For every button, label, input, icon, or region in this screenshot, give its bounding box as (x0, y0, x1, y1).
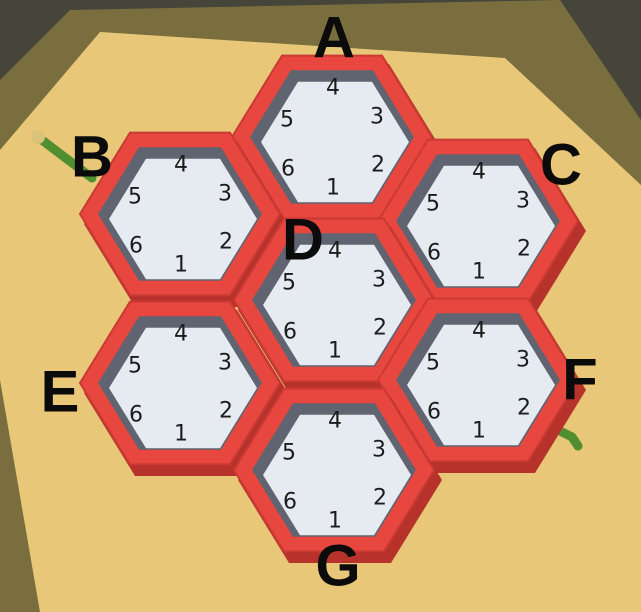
cell-labels: A B C D E F G (41, 6, 598, 599)
cell-b-number-5: 5 (128, 185, 142, 210)
pipe-b-inlet (33, 132, 97, 183)
cell-a-number-1: 1 (326, 176, 340, 201)
cell-f-number-5: 5 (426, 351, 440, 376)
cell-f-number-3: 3 (516, 348, 530, 373)
cell-e-number-4: 4 (174, 322, 188, 347)
cell-g-number-5: 5 (282, 441, 296, 466)
pipe-b-inlet-cap (31, 130, 45, 144)
cell-g-number-2: 2 (373, 486, 387, 511)
cell-a-number-5: 5 (280, 108, 294, 133)
cell-c-number-2: 2 (517, 237, 531, 262)
cell-b-number-4: 4 (174, 153, 188, 178)
cell-g-number-6: 6 (283, 490, 297, 515)
cell-f-number-6: 6 (427, 400, 441, 425)
cell-label-b: B (71, 125, 113, 190)
hex-cell-g[interactable]: 1 2 3 4 5 6 (232, 387, 442, 563)
cell-a-number-3: 3 (370, 105, 384, 130)
hex-floor (407, 165, 555, 287)
cell-a-number-6: 6 (281, 157, 295, 182)
cell-b-number-2: 2 (219, 230, 233, 255)
hex-floor (263, 244, 411, 366)
hex-cell-c[interactable]: 1 2 3 4 5 6 (376, 138, 586, 314)
hex-cell-e[interactable]: 1 2 3 4 5 6 (78, 300, 288, 476)
hex-floor (109, 327, 257, 449)
hex-cell-a[interactable]: 1 2 3 4 5 6 (230, 54, 440, 230)
cell-g-number-1: 1 (328, 509, 342, 534)
cell-d-number-1: 1 (328, 339, 342, 364)
cell-g-number-4: 4 (328, 409, 342, 434)
hex-cell-b[interactable]: 1 2 3 4 5 6 (78, 131, 288, 307)
cell-label-e: E (41, 360, 80, 425)
cell-c-number-4: 4 (472, 160, 486, 185)
cell-e-number-3: 3 (218, 351, 232, 376)
hex-cells: 1 2 3 4 5 6 1 2 3 4 5 6 1 2 3 4 5 6 1 2 3 4 5 6 1 2 3 4 5 6 1 2 3 4 5 6 1 2 3 4… (78, 54, 586, 563)
cell-g-number-3: 3 (372, 438, 386, 463)
cell-label-g: G (315, 534, 360, 599)
cell-e-number-5: 5 (128, 354, 142, 379)
cell-e-number-1: 1 (174, 422, 188, 447)
cell-e-number-6: 6 (129, 403, 143, 428)
hex-floor (261, 81, 409, 203)
cell-d-number-4: 4 (328, 239, 342, 264)
cell-label-f: F (562, 348, 597, 413)
cell-c-number-3: 3 (516, 189, 530, 214)
cell-b-number-1: 1 (174, 253, 188, 278)
cell-b-number-6: 6 (129, 234, 143, 259)
cell-b-number-3: 3 (218, 182, 232, 207)
cell-label-a: A (313, 6, 355, 71)
cell-f-number-4: 4 (472, 319, 486, 344)
hex-floor (263, 414, 411, 536)
cell-f-number-1: 1 (472, 419, 486, 444)
cell-label-d: D (282, 208, 324, 273)
cell-d-number-5: 5 (282, 271, 296, 296)
cell-d-number-3: 3 (372, 268, 386, 293)
cell-c-number-1: 1 (472, 260, 486, 285)
hex-floor (109, 158, 257, 280)
cell-c-number-6: 6 (427, 241, 441, 266)
hex-cell-d[interactable]: 1 2 3 4 5 6 (232, 217, 442, 393)
cell-a-number-2: 2 (371, 153, 385, 178)
hex-floor (407, 324, 555, 446)
cell-f-number-2: 2 (517, 396, 531, 421)
cell-e-number-2: 2 (219, 399, 233, 424)
cell-a-number-4: 4 (326, 76, 340, 101)
cell-d-number-6: 6 (283, 320, 297, 345)
cell-d-number-2: 2 (373, 316, 387, 341)
hex-cell-f[interactable]: 1 2 3 4 5 6 (376, 297, 586, 473)
cell-label-c: C (540, 133, 582, 198)
cell-c-number-5: 5 (426, 192, 440, 217)
